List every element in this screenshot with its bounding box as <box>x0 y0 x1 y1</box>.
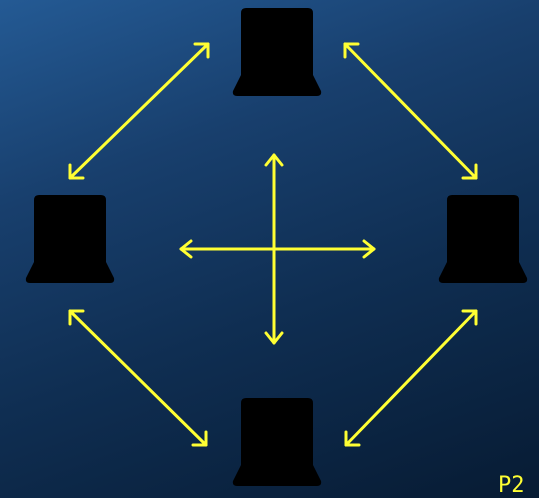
laptop-right-icon <box>438 195 528 283</box>
four-way-arrow-icon <box>179 153 376 345</box>
arrow-top-right <box>343 42 478 180</box>
arrow-right-bottom <box>344 309 478 447</box>
laptop-left-icon <box>25 195 115 283</box>
laptop-bottom-icon <box>232 398 322 486</box>
arrow-top-left <box>68 42 210 180</box>
arrow-left-bottom <box>68 309 208 447</box>
laptop-top-icon <box>232 8 322 96</box>
corner-label: P2 <box>498 473 525 498</box>
